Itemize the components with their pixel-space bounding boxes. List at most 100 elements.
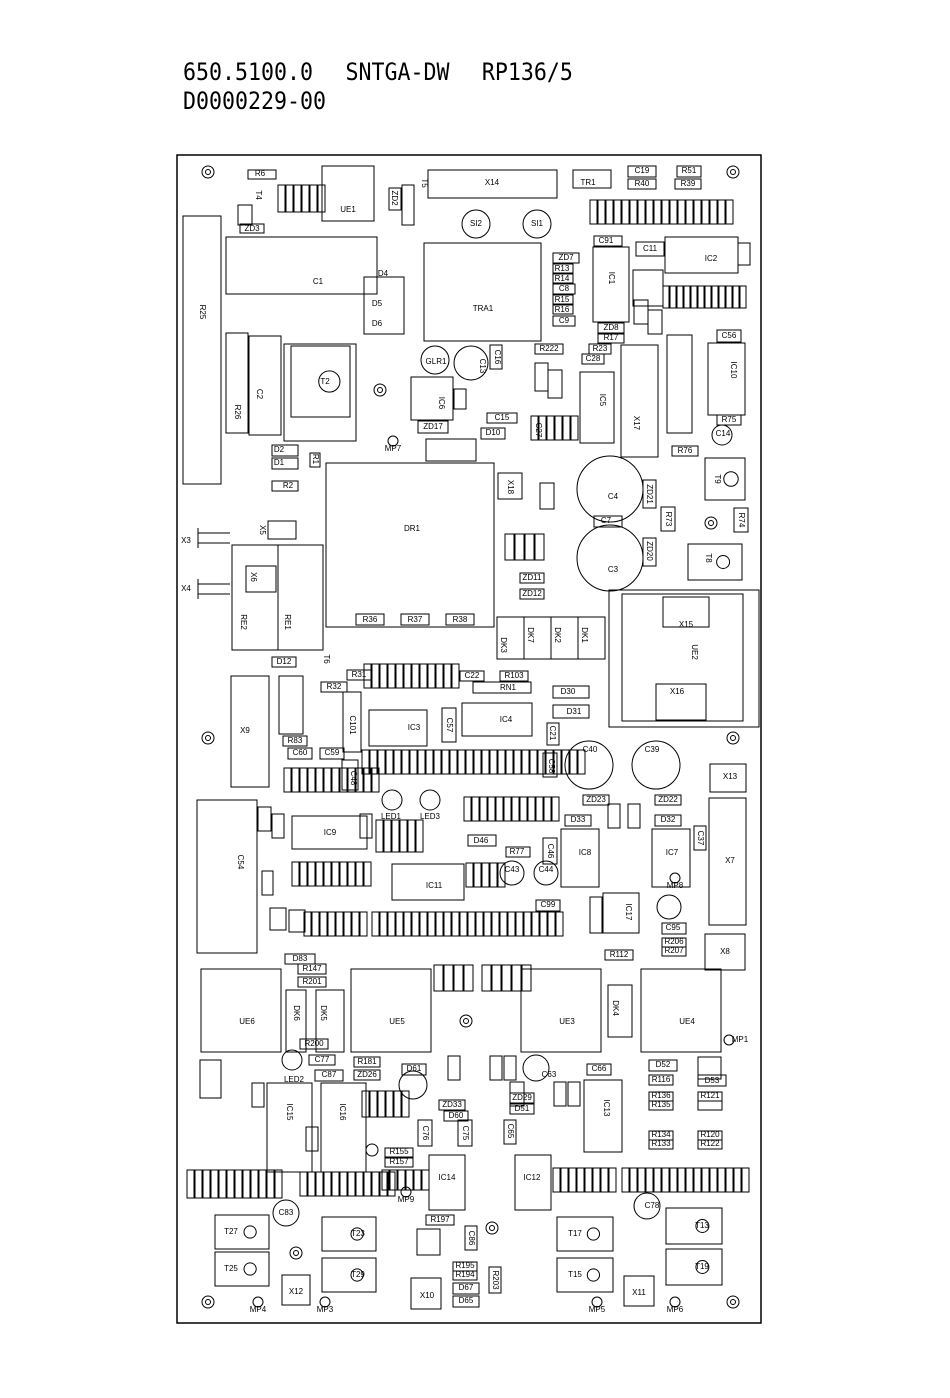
small-part [447,1055,461,1081]
resistor-strip [561,749,570,775]
resistor-strip [527,796,536,822]
resistor-strip [419,911,428,937]
resistor-strip [653,199,662,225]
label-r147: R147 [302,964,322,973]
resistor-strip [363,663,372,689]
label-d5: D5 [372,299,383,308]
label-ic11: IC11 [426,881,443,890]
resistor-strip [421,1169,430,1191]
cap-c4 [576,455,644,523]
resistor-strip [369,749,378,775]
test-point [252,1296,264,1308]
ue2-frame [608,589,760,728]
label-dk6: DK6 [292,1005,301,1021]
label-dk2: DK2 [553,627,562,643]
part-r122 [697,1139,723,1150]
diode-dk5 [315,989,345,1053]
label-zd17: ZD17 [423,422,443,431]
mounting-hole [704,516,718,530]
resistor-strip [505,749,514,775]
resistor-strip [258,1169,267,1199]
ic-ic16 [320,1082,367,1173]
resistor-strip [546,415,555,441]
c101-body [342,691,362,753]
label-c57: C57 [445,718,454,733]
cap-c14 [711,424,733,446]
label-r6: R6 [255,169,266,178]
label-r222: R222 [539,344,559,353]
label-ic8: IC8 [579,848,592,857]
mounting-hole [201,731,215,745]
label-ic14: IC14 [439,1173,456,1182]
resistor-strip [277,184,286,213]
resistor-strip [693,1167,702,1193]
led-led3 [419,789,441,811]
connector-x17 [620,344,659,458]
part-r2 [271,480,299,492]
resistor-strip [435,911,444,937]
label-x18: X18 [506,480,515,495]
resistor-column [199,1059,222,1099]
connector-x13 [709,763,747,793]
connector-x16 [655,683,707,721]
label-r197: R197 [430,1215,450,1224]
small-part [697,1100,723,1111]
part-r203 [488,1266,502,1294]
part-r181 [353,1056,381,1068]
small-part [539,482,555,510]
label-d4: D4 [378,269,389,278]
label-t15: T15 [568,1270,582,1279]
transistor-t25 [214,1251,270,1287]
ic-ic11 [391,863,465,901]
label-r37: R37 [408,615,423,624]
resistor-strip [487,796,496,822]
mounting-hole-center [489,1225,495,1231]
label-zd33: ZD33 [442,1100,462,1109]
resistor-strip [361,749,370,775]
label-tra1: TRA1 [473,304,494,313]
label-mp5: MP5 [589,1305,606,1314]
resistor-strip [543,796,552,822]
part-d65 [452,1295,480,1308]
resistor-strip [355,861,364,887]
label-zd29: ZD29 [512,1093,532,1102]
resistor-strip [637,199,646,225]
resistor-strip [545,749,554,775]
connector-x6 [245,565,277,593]
zener-strip [501,964,512,992]
label-ic10: IC10 [729,362,738,379]
relay-re1 [277,544,324,651]
part-r155 [384,1147,414,1158]
label-t8: T8 [704,553,713,563]
mounting-hole-center [463,1018,469,1024]
label-r51: R51 [682,166,697,175]
label-mp3: MP3 [317,1305,334,1314]
resistor-strip [375,819,384,853]
part-r39 [674,178,702,190]
label-c44: C44 [539,865,554,874]
small-part [269,907,287,931]
ue2-module [621,593,744,722]
mounting-hole-center [205,735,211,741]
resistor-strip [399,819,408,853]
label-r157: R157 [389,1157,409,1166]
label-d30: D30 [561,687,576,696]
led-small [365,1143,379,1157]
resistor-strip [475,911,484,937]
label-x7: X7 [725,856,735,865]
connector-x12 [281,1274,311,1306]
resistor-strip [569,749,578,775]
ic-ic9 [291,815,368,850]
label-d51: D51 [515,1104,530,1113]
cap-c44 [533,860,559,886]
label-c59: C59 [325,748,340,757]
label-c77: C77 [315,1055,330,1064]
small-part [534,362,549,392]
transistor-t13 [665,1207,723,1245]
resistor-strip [355,1171,364,1197]
label-r23: R23 [593,344,608,353]
diode-dk4 [607,984,633,1038]
label-rn1: RN1 [500,683,517,692]
resistor-strip [570,415,579,441]
